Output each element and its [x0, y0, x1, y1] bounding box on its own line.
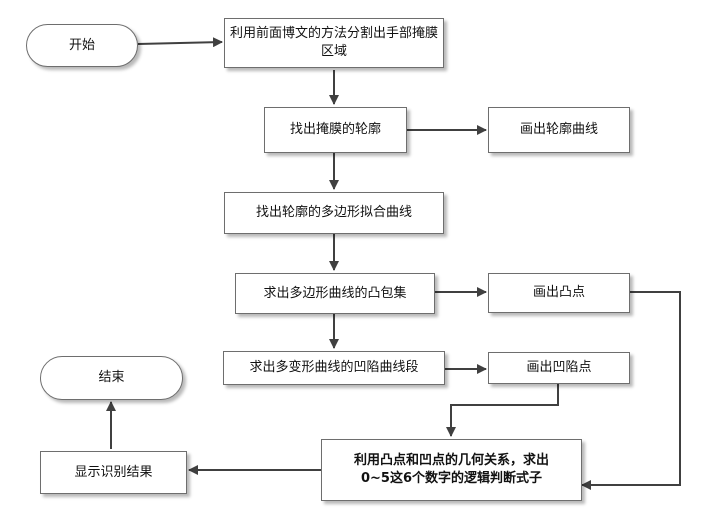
end-terminal: 结束 — [40, 356, 183, 400]
poly-fit-step: 找出轮廓的多边形拟合曲线 — [224, 192, 444, 234]
find-contour-label: 找出掩膜的轮廓 — [289, 122, 381, 137]
arrow-start-to-split — [137, 37, 223, 48]
find-contour-step: 找出掩膜的轮廓 — [264, 107, 407, 153]
convex-hull-label: 求出多边形曲线的凸包集 — [263, 285, 407, 301]
draw-concave-step: 画出凹陷点 — [488, 352, 630, 384]
start-label: 开始 — [68, 37, 95, 53]
convex-hull-step: 求出多边形曲线的凸包集 — [235, 273, 435, 314]
geometry-relation-step: 利用凸点和凹点的几何关系，求出 0~5这6个数字的逻辑判断式子 — [321, 439, 582, 501]
show-result-step: 显示识别结果 — [40, 451, 187, 494]
draw-concave-label: 画出凹陷点 — [526, 360, 592, 375]
arrow-drawconvex-to-geometry — [581, 291, 681, 490]
draw-convex-step: 画出凸点 — [488, 273, 630, 313]
poly-fit-label: 找出轮廓的多边形拟合曲线 — [255, 205, 412, 220]
geometry-relation-line2: 0~5这6个数字的逻辑判断式子 — [360, 471, 543, 486]
draw-contour-step: 画出轮廓曲线 — [488, 107, 630, 153]
end-label: 结束 — [98, 370, 125, 385]
split-mask-label: 利用前面博文的方法分割出手部掩膜区域 — [229, 26, 438, 59]
arrow-drawconcave-to-geometry — [446, 384, 559, 437]
show-result-label: 显示识别结果 — [74, 464, 153, 480]
start-terminal: 开始 — [26, 24, 138, 67]
split-mask-step: 利用前面博文的方法分割出手部掩膜区域 — [224, 18, 444, 68]
draw-contour-label: 画出轮廓曲线 — [519, 122, 598, 137]
concave-segments-step: 求出多变形曲线的凹陷曲线段 — [223, 351, 445, 385]
draw-convex-label: 画出凸点 — [532, 285, 585, 300]
geometry-relation-line1: 利用凸点和凹点的几何关系，求出 — [353, 453, 549, 468]
concave-segments-label: 求出多变形曲线的凹陷曲线段 — [249, 360, 419, 375]
